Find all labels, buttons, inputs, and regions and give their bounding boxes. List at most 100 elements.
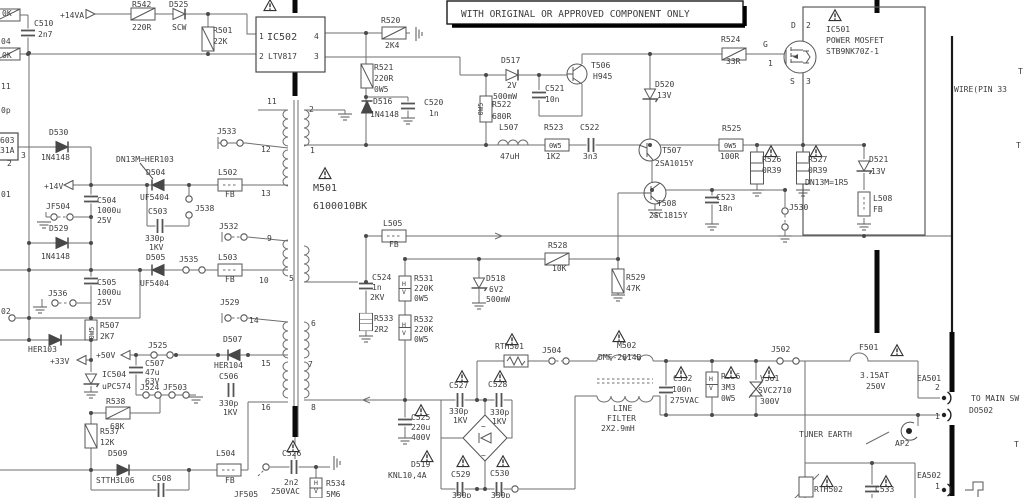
jumper-terminal [154,391,162,399]
schematic-label: 3 [314,52,319,61]
schematic-label: DN13M=1R5 [805,178,849,187]
schematic-label: 2V [507,81,517,90]
schematic-label: J525 [148,341,167,350]
schematic-label: RTH502 [814,485,843,494]
schematic-label: D519 [411,460,430,469]
schematic-label: D530 [49,128,68,137]
ground-symbol [397,437,413,445]
ground-symbol [337,113,353,121]
schematic-label: 10n [545,95,560,104]
schematic-label: DO502 [969,406,993,415]
schematic-label: C505 [97,278,116,287]
capacitor-c522 [585,136,597,154]
schematic-label: STTH3L06 [96,476,135,485]
schematic-label: R542 [132,0,151,9]
schematic-label: D504 [146,168,165,177]
schematic-label: 2 [7,159,12,168]
diode-d504 [151,178,165,192]
schematic-label: +33V [50,357,69,366]
ground-symbol [749,189,765,197]
schematic-label: 500mW [493,92,517,101]
junction-dot [364,95,368,99]
notice-box [446,0,744,25]
warning-icon [762,366,776,379]
schematic-label: 2 [806,21,811,30]
schematic-label: D521 [869,155,888,164]
schematic-label: D [791,21,796,30]
schematic-label: 0W5 [724,142,737,150]
schematic-label: +50V [96,351,115,360]
resistor-r534 [309,477,323,498]
junction-dot [138,268,142,272]
schematic-label: 47u [145,368,160,377]
diode-d507 [227,348,241,362]
capacitor-c506 [225,381,237,399]
junction-dot [89,316,93,320]
schematic-label: 16 [261,403,271,412]
junction-dot [650,188,654,192]
schematic-label: 330p [449,407,468,416]
schematic-label: 25V [97,298,112,307]
ground-symbol [704,223,720,231]
warning-icon [286,440,300,453]
schematic-label: 04 [1,37,11,46]
schematic-label: C526 [282,449,301,458]
schematic-label: C504 [97,196,116,205]
schematic-label: D507 [223,335,242,344]
schematic-label: UF5404 [140,279,169,288]
junction-dot [484,143,488,147]
jumper-terminal [185,195,193,203]
schematic-label: 400V [411,433,430,442]
resistor-r542 [130,7,156,21]
schematic-label: 6 [311,319,316,328]
warning-icon [496,455,510,468]
schematic-label: C503 [148,207,167,216]
schematic-label: JF503 [163,383,187,392]
ground-symbol [188,396,204,404]
schematic-label: D505 [146,253,165,262]
junction-dot [216,353,220,357]
junction-dot [483,487,487,491]
schematic-label: 0W5 [374,85,389,94]
warning-icon [879,475,893,488]
jumper-terminal [142,391,150,399]
jumper-terminal [8,314,16,322]
diode-d505 [151,263,165,277]
schematic-label: 1 [768,59,773,68]
schematic-label: 8 [311,403,316,412]
junction-dot [754,359,758,363]
junction-dot [89,468,93,472]
schematic-label: LTV817 [268,52,297,61]
schematic-label: 2n7 [38,30,53,39]
schematic-label: C524 [372,273,391,282]
schematic-label: 330p [491,491,510,498]
schematic-label: 1n [372,283,382,292]
jumper-terminal [150,351,158,359]
schematic-label: 6V2 [489,285,504,294]
schematic-label: R533 [374,314,393,323]
junction-dot [664,359,668,363]
schematic-label: STB9NK70Z-1 [826,47,879,56]
schematic-label: L504 [216,449,235,458]
schematic-label: T508 [657,199,676,208]
schematic-label: 13 [261,189,271,198]
junction-dot [710,413,714,417]
schematic-label: R520 [381,16,400,25]
junction-dot [870,461,874,465]
schematic-label: 680R [492,112,511,121]
ground-symbol [471,302,487,310]
resistor-r533 [359,312,373,332]
schematic-label: FB [225,190,235,199]
schematic-label: uPC574 [102,382,131,391]
schematic-label: R529 [626,273,645,282]
schematic-label: D520 [655,80,674,89]
resistor-r522 [479,95,493,123]
junction-dot [27,316,31,320]
junction-dot [134,353,138,357]
junction-dot [710,359,714,363]
schematic-label: ~ [481,451,486,460]
schematic-label: 4 [314,32,319,41]
schematic-label: D516 [373,97,392,106]
schematic-label: 0W5 [414,294,429,303]
junction-dot [89,241,93,245]
